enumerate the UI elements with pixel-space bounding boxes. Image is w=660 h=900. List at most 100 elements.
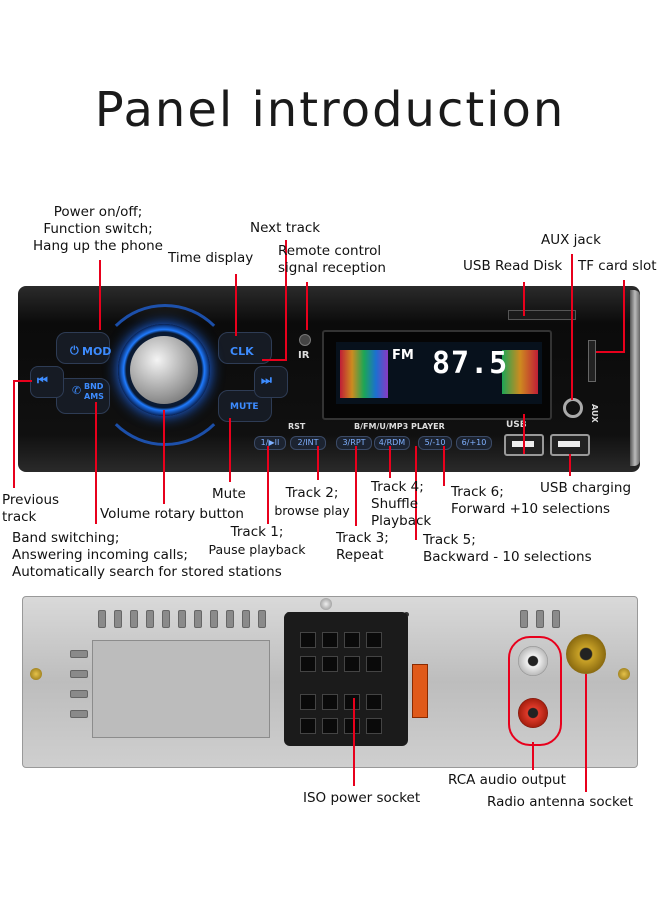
vent-slot — [70, 710, 88, 718]
label-band-line1: Band switching; — [12, 530, 120, 546]
vent-slot — [226, 610, 234, 628]
label-track4-line3: Playback — [371, 513, 432, 529]
label-tf-slot: TF card slot — [578, 258, 657, 274]
label-volume: Volume rotary button — [100, 506, 244, 522]
label-track4-line2: Shuffle — [371, 496, 419, 512]
label-track4-line1: Track 4; — [371, 479, 424, 495]
label-track1-line2: Pause playback — [208, 542, 306, 557]
rca-highlight — [508, 636, 562, 746]
iso-pin — [300, 656, 316, 672]
label-track3: Track 3; Repeat — [336, 530, 389, 564]
label-remote-line2: signal reception — [278, 260, 386, 276]
page-title: Panel introduction — [94, 82, 566, 138]
button-1[interactable]: 1/▶II — [254, 436, 286, 450]
label-track5: Track 5; Backward - 10 selections — [423, 532, 592, 566]
label-power: Power on/off; Function switch; Hang up t… — [14, 204, 182, 255]
iso-pin — [300, 694, 316, 710]
label-track5-line1: Track 5; — [423, 532, 476, 548]
vent-slot — [536, 610, 544, 628]
vent-slot — [520, 610, 528, 628]
label-usb-read: USB Read Disk — [463, 258, 563, 274]
label-track2-line2: browse play — [274, 503, 350, 518]
ir-label: IR — [298, 350, 310, 361]
iso-pin — [322, 718, 338, 734]
phone-icon: ✆ — [72, 384, 82, 397]
clk-button[interactable] — [218, 332, 272, 364]
iso-pin — [344, 656, 360, 672]
tf-card-slot[interactable] — [588, 340, 596, 382]
mod-button[interactable] — [56, 332, 110, 364]
label-prev-line2: track — [2, 509, 37, 525]
rca-red-jack[interactable] — [518, 698, 548, 728]
label-rca: RCA audio output — [448, 772, 566, 788]
iso-pin — [344, 694, 360, 710]
clk-button-label: CLK — [230, 345, 254, 358]
usb-label: USB — [506, 420, 527, 430]
label-mute: Mute — [212, 486, 246, 502]
label-band-line2: Answering incoming calls; — [12, 547, 188, 563]
vent-slot — [70, 650, 88, 658]
ir-sensor — [299, 334, 311, 346]
screw — [320, 598, 332, 610]
button-3[interactable]: 3/RPT — [336, 436, 372, 450]
usb-read-slot-top — [508, 310, 576, 320]
label-track2: Track 2; browse play — [270, 485, 354, 519]
fuse — [412, 664, 428, 718]
iso-pin — [366, 694, 382, 710]
label-power-line1: Power on/off; — [53, 204, 143, 220]
label-track6-line2: Forward +10 selections — [451, 501, 611, 517]
label-track6-line1: Track 6; — [451, 484, 504, 500]
label-track4: Track 4; Shuffle Playback — [371, 479, 431, 530]
label-usb-charging: USB charging — [540, 480, 632, 496]
label-power-line2: Function switch; — [43, 221, 153, 237]
vent-slot — [242, 610, 250, 628]
label-iso: ISO power socket — [303, 790, 421, 806]
label-band: Band switching; Answering incoming calls… — [12, 530, 282, 581]
band-indicator: FM — [392, 348, 414, 363]
frequency-readout: 87.5 — [432, 346, 509, 381]
mod-button-label: MOD — [82, 345, 112, 358]
label-remote: Remote control signal reception — [278, 243, 386, 277]
label-track1: Track 1; Pause playback — [208, 524, 306, 558]
vent-slot — [98, 610, 106, 628]
vent-slot — [114, 610, 122, 628]
label-remote-line1: Remote control — [278, 243, 382, 259]
label-next-track: Next track — [250, 220, 321, 236]
label-track2-line1: Track 2; — [285, 485, 339, 501]
volume-knob[interactable] — [130, 336, 198, 404]
label-aux-jack: AUX jack — [541, 232, 601, 248]
bnd-label: BND — [84, 382, 104, 391]
iso-pin — [322, 632, 338, 648]
label-track5-line2: Backward - 10 selections — [423, 549, 592, 565]
label-band-line3: Automatically search for stored stations — [12, 564, 282, 580]
aux-label: AUX — [590, 404, 599, 423]
mute-button-label: MUTE — [230, 402, 259, 412]
label-track6: Track 6; Forward +10 selections — [451, 484, 610, 518]
iso-pin — [322, 694, 338, 710]
screw — [618, 668, 630, 680]
rca-white-jack[interactable] — [518, 646, 548, 676]
iso-pin — [366, 718, 382, 734]
label-track3-line1: Track 3; — [336, 530, 389, 546]
iso-pin — [344, 718, 360, 734]
label-prev-line1: Previous — [2, 492, 60, 508]
panel-chrome-edge — [630, 290, 640, 466]
iso-pin — [366, 632, 382, 648]
power-icon: ⏻ — [70, 344, 79, 357]
vent-slot — [194, 610, 202, 628]
button-6[interactable]: 6/+10 — [456, 436, 492, 450]
antenna-socket[interactable] — [566, 634, 606, 674]
vent-slot — [162, 610, 170, 628]
previous-icon: ⏮ — [37, 373, 48, 387]
rst-label: RST — [288, 422, 306, 431]
iso-pin — [300, 632, 316, 648]
button-4[interactable]: 4/RDM — [374, 436, 410, 450]
screw — [30, 668, 42, 680]
iso-pin — [344, 632, 360, 648]
next-track-button[interactable] — [254, 366, 288, 398]
label-prev-track: Previous track — [2, 492, 59, 526]
vent-slot — [70, 690, 88, 698]
player-label: B/FM/U/MP3 PLAYER — [354, 422, 445, 431]
back-panel-recess — [92, 640, 270, 738]
